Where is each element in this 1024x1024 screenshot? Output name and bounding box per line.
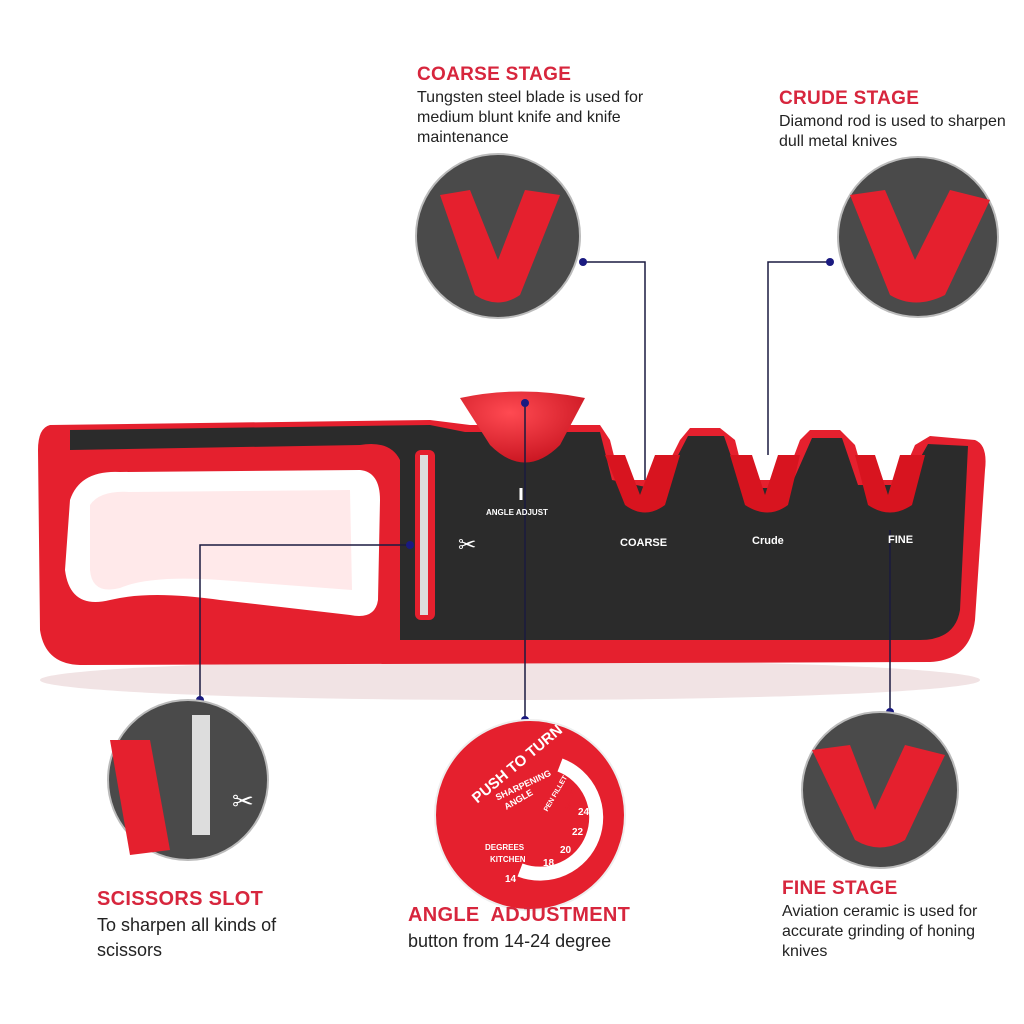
- scissors-slot-text: To sharpen all kinds of scissors: [97, 915, 277, 960]
- crude-stage-callout: CRUDE STAGE Diamond rod is used to sharp…: [779, 88, 1009, 152]
- fine-stage-text: Aviation ceramic is used for accurate gr…: [782, 903, 978, 960]
- scissors-detail-circle: ✂: [107, 699, 269, 861]
- angle-knob[interactable]: [460, 391, 585, 463]
- crude-detail-circle: [837, 156, 999, 318]
- dial-tick-22: 22: [572, 827, 584, 838]
- coarse-stage-callout: COARSE STAGE Tungsten steel blade is use…: [417, 64, 677, 148]
- dial-tick-16: 16: [525, 868, 537, 879]
- angle-adjustment-text: button from 14-24 degree: [408, 931, 612, 951]
- crude-stage-text: Diamond rod is used to sharpen dull meta…: [779, 113, 1006, 150]
- angle-adjustment-callout: ANGLE ADJUSTMENT button from 14-24 degre…: [408, 904, 698, 954]
- angle-adjust-label: ANGLE ADJUST: [486, 508, 548, 517]
- scissors-mark-icon: ✂: [458, 532, 476, 557]
- fine-stage-title: FINE STAGE: [782, 878, 898, 899]
- fine-stage-callout: FINE STAGE Aviation ceramic is used for …: [782, 878, 1022, 962]
- coarse-label: COARSE: [620, 537, 667, 549]
- dial-tick-18: 18: [543, 858, 555, 869]
- coarse-stage-text: Tungsten steel blade is used for medium …: [417, 89, 644, 146]
- angle-dial-circle[interactable]: PUSH TO TURN SHARPENING ANGLE DEGREES KI…: [434, 719, 626, 911]
- coarse-detail-circle: [415, 153, 581, 319]
- dial-tick-20: 20: [560, 845, 572, 856]
- fine-label: FINE: [888, 534, 913, 546]
- angle-adjustment-title: ANGLE ADJUSTMENT: [408, 904, 631, 926]
- sharpening-slots: [415, 450, 925, 620]
- dial-kitchen-text: KITCHEN: [490, 855, 526, 864]
- crude-label: Crude: [752, 535, 784, 547]
- dial-degrees-text: DEGREES: [485, 843, 525, 852]
- scissors-slot-title: SCISSORS SLOT: [97, 888, 264, 910]
- coarse-stage-title: COARSE STAGE: [417, 64, 572, 85]
- leader-lines: [199, 261, 891, 720]
- crude-stage-title: CRUDE STAGE: [779, 88, 920, 109]
- scissors-slot-callout: SCISSORS SLOT To sharpen all kinds of sc…: [97, 888, 317, 963]
- fine-detail-circle: [801, 711, 959, 869]
- dial-tick-24: 24: [578, 807, 590, 818]
- svg-text:✂: ✂: [232, 786, 254, 816]
- product-shadow: [40, 660, 980, 700]
- dial-tick-14: 14: [505, 874, 517, 885]
